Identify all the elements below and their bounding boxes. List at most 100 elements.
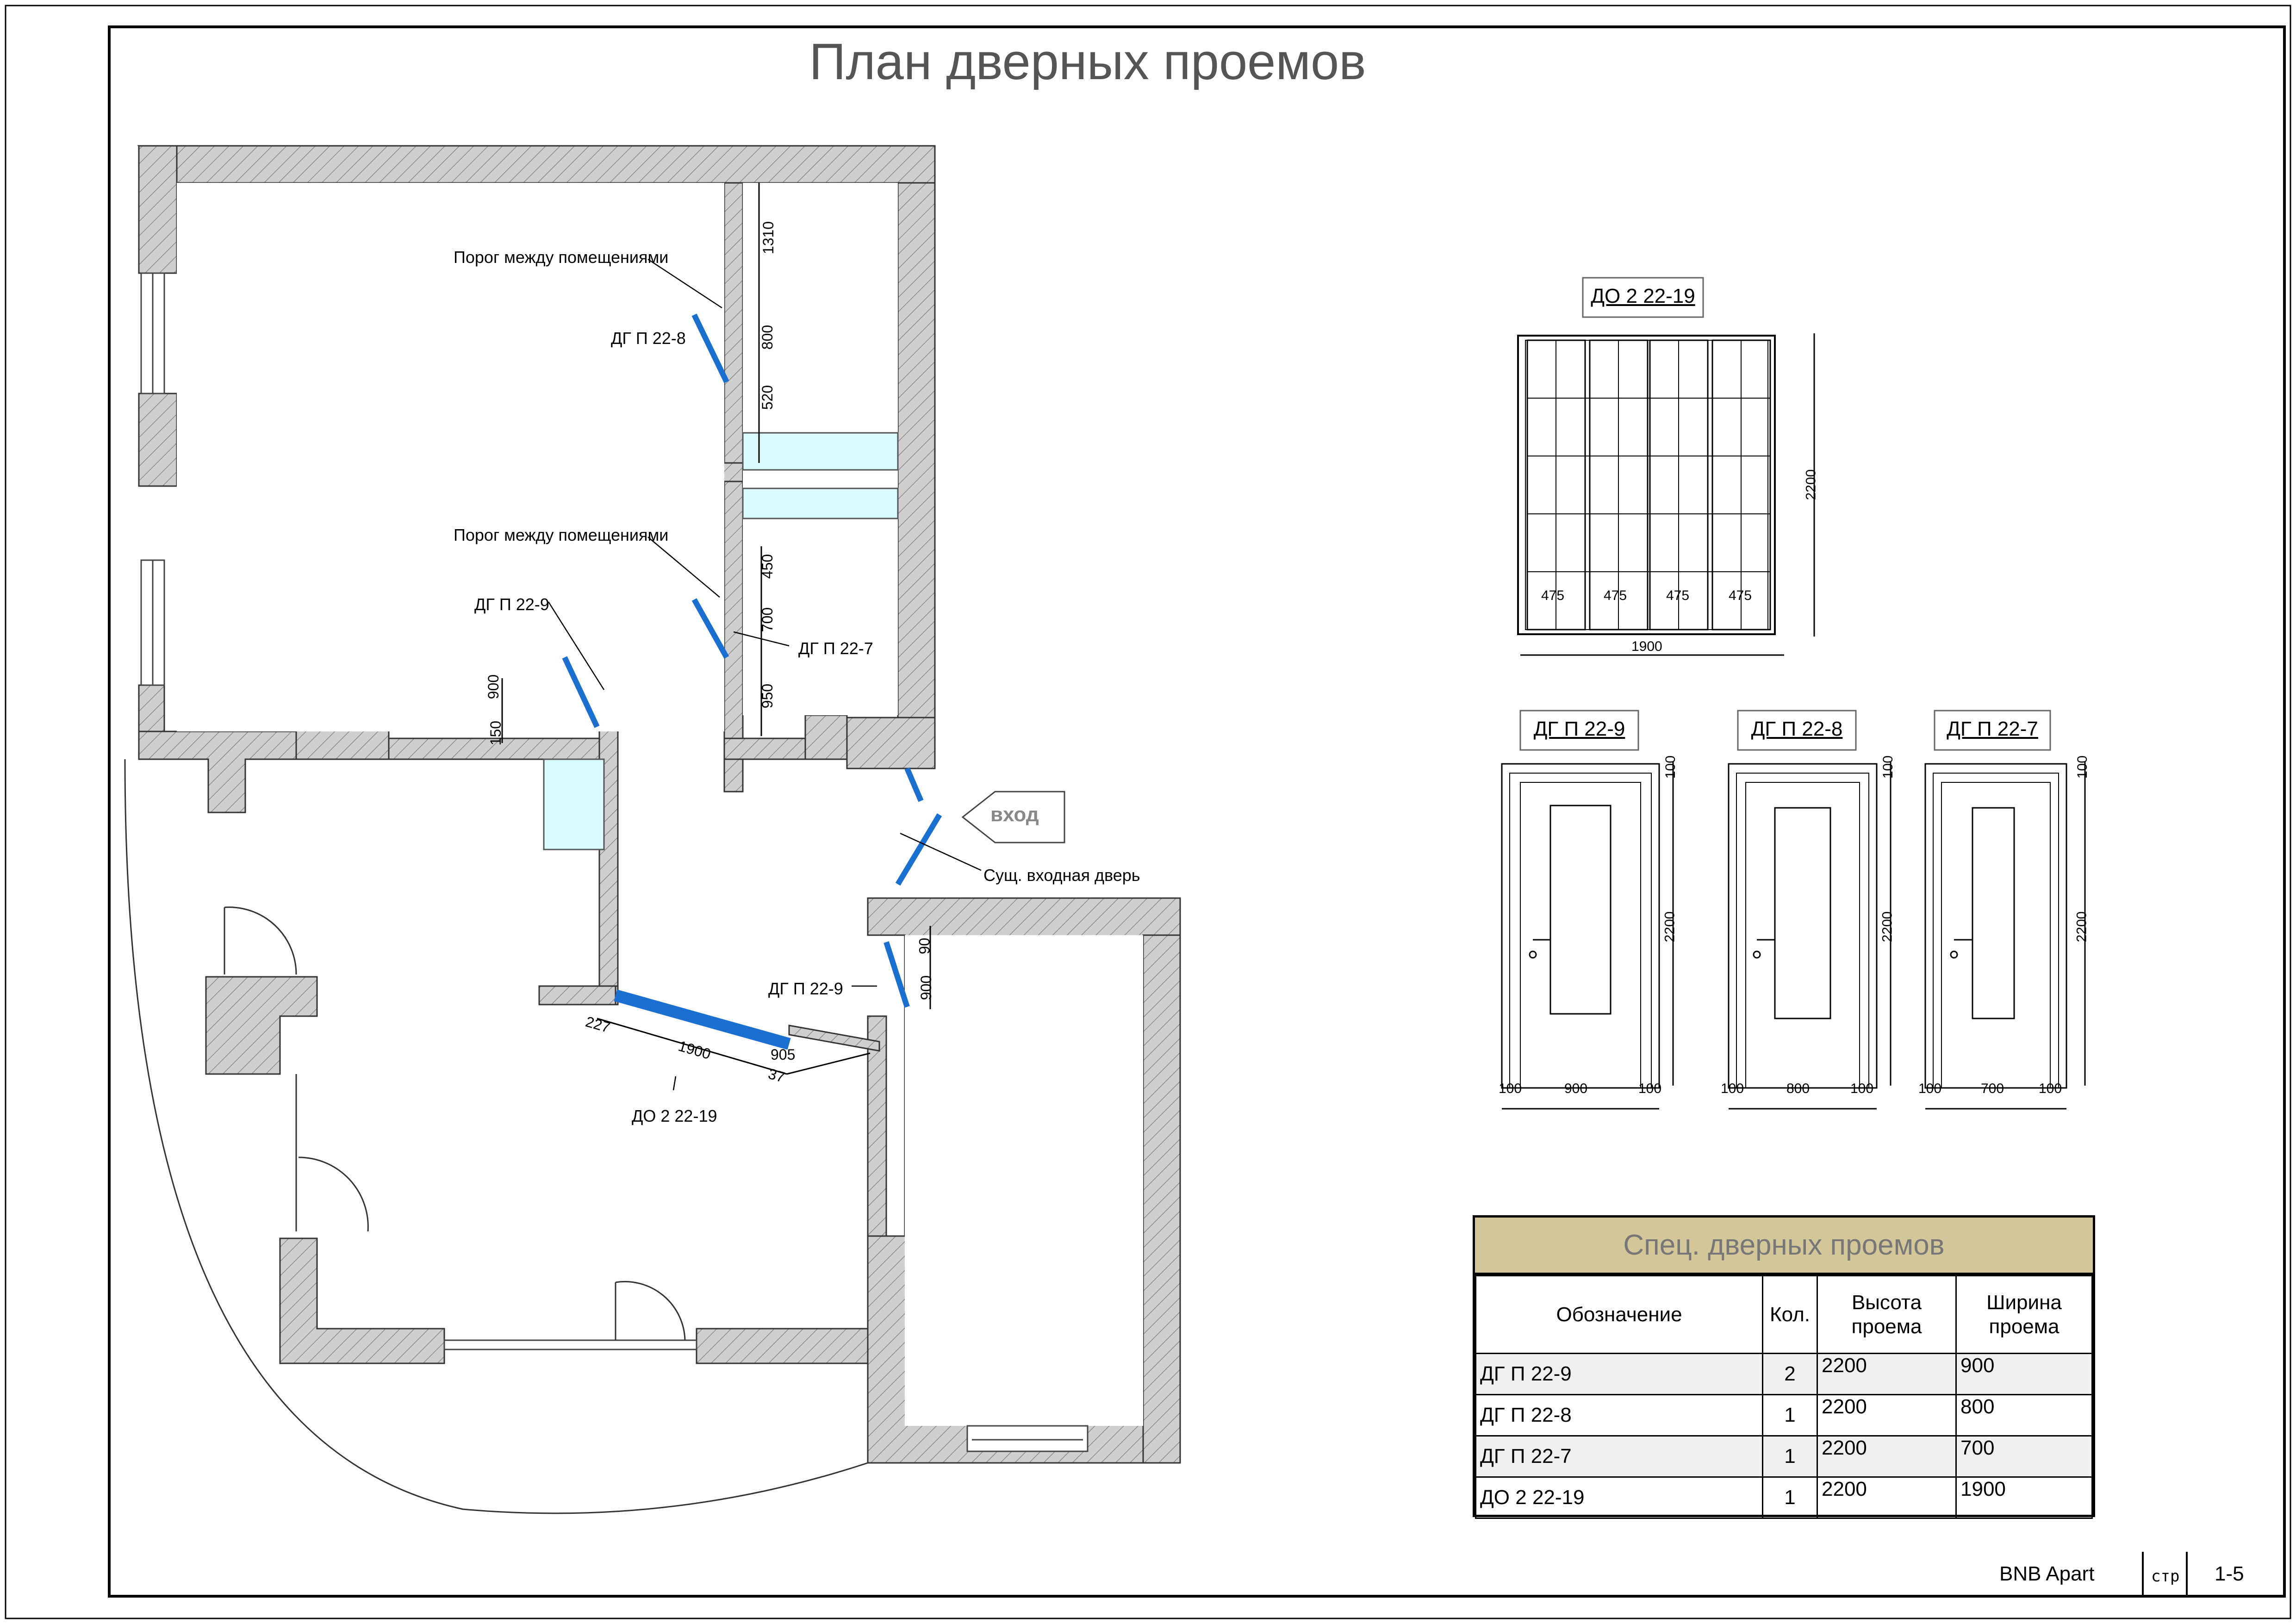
door-label-9a: ДГ П 22-9: [474, 595, 549, 614]
dg7-mid: 700: [1981, 1081, 2004, 1096]
wall-corridor-low: [867, 1015, 887, 1237]
spec-cell: 1: [1762, 1394, 1818, 1437]
door-label-19: ДО 2 22-19: [632, 1106, 717, 1125]
elevation-dg9: [1501, 762, 1674, 1110]
dim-905: 905: [771, 1046, 796, 1063]
spec-cell: 2200: [1817, 1476, 1957, 1519]
elevation-title-do2: ДО 2 22-19: [1591, 285, 1695, 307]
title-block: [2142, 1552, 2188, 1596]
dg8-top: 100: [1880, 755, 1896, 779]
table-row: ДГ П 22-9 2 2200 900: [1475, 1353, 2093, 1395]
do2-panel-2: 475: [1604, 588, 1627, 603]
dg7-right: 100: [2039, 1081, 2062, 1096]
spec-cell: 1: [1762, 1435, 1818, 1478]
wall-sw-lower: [279, 1237, 445, 1364]
dg8-left: 100: [1721, 1081, 1744, 1096]
table-row: ДО 2 22-19 1 2200 1900: [1475, 1476, 2093, 1519]
wall-sw-block: [205, 976, 318, 1075]
spec-cell: 2200: [1817, 1353, 1957, 1395]
spec-cell: 900: [1955, 1353, 2093, 1395]
elevation-title-frames: [1519, 277, 2051, 751]
wall-internal-6: [804, 714, 848, 760]
dg8-height: 2200: [1879, 911, 1895, 943]
spec-grid: Обозначение Кол. Высота проема Ширина пр…: [1475, 1275, 2093, 1519]
dg7-top: 100: [2075, 755, 2091, 779]
spec-header-designation: Обозначение: [1475, 1275, 1763, 1354]
wall-east-upper: [897, 182, 936, 746]
entrance-label: вход: [990, 803, 1039, 826]
spec-cell: 1: [1762, 1476, 1818, 1519]
spec-cell: 700: [1955, 1435, 2093, 1478]
corridor-cut: [905, 935, 1143, 1426]
wall-north: [137, 145, 936, 184]
page-title: План дверных проемов: [809, 33, 1366, 90]
spec-cell: 2: [1762, 1353, 1818, 1395]
door-label-8: ДГ П 22-8: [611, 329, 686, 348]
spec-cell: 800: [1955, 1394, 2093, 1437]
table-row: ДГ П 22-8 1 2200 800: [1475, 1394, 2093, 1437]
dim-950: 950: [759, 683, 776, 709]
wall-west-upper: [138, 145, 178, 274]
dim-800: 800: [759, 325, 776, 350]
do2-panel-3: 475: [1666, 588, 1690, 603]
spec-cell: ДГ П 22-9: [1475, 1353, 1763, 1395]
swing-doors: [124, 759, 868, 1514]
dimension-lines: [501, 183, 931, 1075]
dim-900a: 900: [485, 674, 502, 700]
do2-panel-4: 475: [1729, 588, 1752, 603]
dg9-mid: 900: [1564, 1081, 1588, 1096]
sheet-number: 1-5: [2215, 1562, 2244, 1585]
elevation-title-dg8: ДГ П 22-8: [1751, 718, 1843, 740]
spec-cell: 1900: [1955, 1476, 2093, 1519]
project-name: BNB Apart: [1999, 1562, 2095, 1585]
sheet-label: стр: [2151, 1567, 2180, 1586]
dim-450: 450: [759, 554, 776, 579]
wall-internal-1: [723, 182, 744, 793]
do2-width: 1900: [1631, 639, 1662, 654]
dim-520: 520: [759, 385, 776, 410]
threshold-label-1: Порог между помещениями: [454, 248, 669, 267]
spec-title: Спец. дверных проемов: [1475, 1218, 2093, 1275]
spec-cell: ДГ П 22-8: [1475, 1394, 1763, 1437]
inner-frame: [108, 25, 2286, 1598]
wall-west-mid: [138, 393, 178, 487]
dg9-left: 100: [1499, 1081, 1522, 1096]
door-label-9b: ДГ П 22-9: [768, 979, 843, 998]
elevation-do2: [1517, 333, 1815, 656]
wall-south-mid: [696, 1328, 869, 1364]
dim-90: 90: [916, 937, 933, 955]
dg9-top: 100: [1663, 755, 1679, 779]
spec-cell: ДО 2 22-19: [1475, 1476, 1763, 1519]
spec-header-qty: Кол.: [1762, 1275, 1818, 1354]
elevation-dg8: [1728, 762, 1892, 1110]
spec-cell: 2200: [1817, 1435, 1957, 1478]
dim-1310: 1310: [760, 221, 777, 255]
spec-header-width: Ширина проема: [1955, 1275, 2093, 1354]
dim-900b: 900: [918, 975, 935, 1000]
elevation-title-dg7: ДГ П 22-7: [1947, 718, 2038, 740]
dg7-left: 100: [1918, 1081, 1942, 1096]
wall-right-room: [1142, 934, 1181, 1464]
do2-height: 2200: [1803, 469, 1819, 500]
dim-700: 700: [759, 607, 776, 632]
door-leaves: [562, 313, 942, 1050]
leader-lines: [548, 258, 982, 1091]
elevation-title-dg9: ДГ П 22-9: [1533, 718, 1625, 740]
spec-header-height: Высота проема: [1817, 1275, 1957, 1354]
wall-south-left: [138, 731, 297, 813]
spec-cell: 2200: [1817, 1394, 1957, 1437]
door-label-7: ДГ П 22-7: [798, 639, 873, 658]
wall-west-low: [138, 684, 165, 732]
dg9-right: 100: [1638, 1081, 1662, 1096]
do2-panel-1: 475: [1541, 588, 1565, 603]
wall-slab: [538, 985, 616, 1006]
outer-border: [5, 5, 2291, 1619]
windows: [140, 272, 1089, 1452]
elevation-dg7: [1924, 762, 2086, 1110]
dg7-height: 2200: [2074, 911, 2090, 943]
dg9-height: 2200: [1662, 911, 1678, 943]
existing-door-label: Сущ. входная дверь: [983, 866, 1140, 885]
wall-internal-7: [846, 717, 936, 769]
entrance-arrow-icon: [961, 791, 1065, 843]
